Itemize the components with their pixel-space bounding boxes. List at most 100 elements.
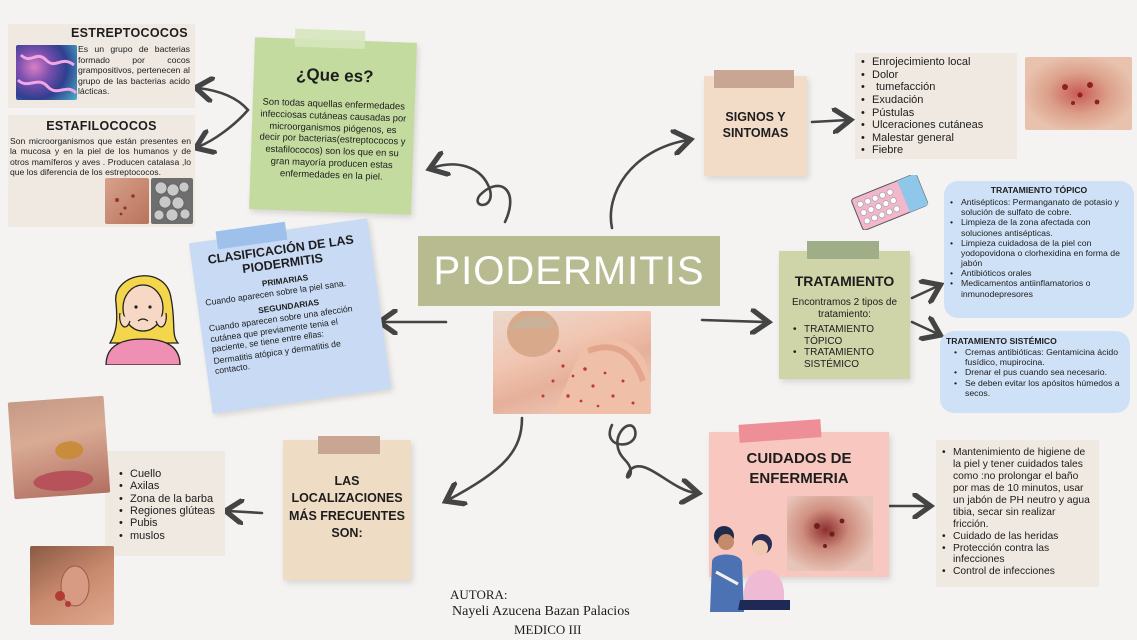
localizaciones-tape xyxy=(318,436,380,454)
nurse-patient-illustration xyxy=(710,526,790,612)
ear-infection-photo xyxy=(30,546,114,625)
localizaciones-item: Axilas xyxy=(119,480,225,493)
tratamiento-list: TRATAMIENTO TÓPICO TRATAMIENTO SISTÉMICO xyxy=(793,324,910,370)
localizaciones-item: Cuello xyxy=(119,468,225,481)
central-title-box: PIODERMITIS xyxy=(418,236,720,306)
nose-lesion xyxy=(33,441,94,491)
cuidados-note: CUIDADOS DE ENFERMERIA xyxy=(709,419,889,577)
estreptococos-box: ESTREPTOCOCOS Es un grupo de bacterias f… xyxy=(8,24,195,108)
localizaciones-item: Zona de la barba xyxy=(119,493,225,506)
signos-list: Enrojecimiento local Dolor tumefacción E… xyxy=(861,56,1011,157)
signos-title: SIGNOS Y SINTOMAS xyxy=(722,110,789,141)
arrow-to-signos-list xyxy=(810,120,848,122)
cuidados-item: Control de infecciones xyxy=(942,566,1093,578)
signos-item: Malestar general xyxy=(861,132,1011,145)
signos-list-box: Enrojecimiento local Dolor tumefacción E… xyxy=(855,53,1017,159)
sistemico-item: Se deben evitar los apósitos húmedos a s… xyxy=(954,378,1124,398)
topico-item: Medicamentos antiinflamatorios o inmunod… xyxy=(950,278,1128,298)
que-es-tape xyxy=(294,28,366,50)
localizaciones-list: Cuello Axilas Zona de la barba Regiones … xyxy=(119,468,225,542)
arrow-to-que-es xyxy=(432,164,512,224)
topico-item: Antibióticos orales xyxy=(950,268,1128,278)
arrow-to-signos xyxy=(609,140,688,230)
staph-cluster-icon xyxy=(153,181,191,222)
sistemico-box: TRATAMIENTO SISTÉMICO Cremas antibiótica… xyxy=(940,331,1130,413)
sistemico-title: TRATAMIENTO SISTÉMICO xyxy=(946,336,1057,346)
que-es-note: ¿Que es? Son todas aquellas enfermedades… xyxy=(249,28,417,215)
cuidados-list: Mantenimiento de higiene de la piel y te… xyxy=(942,447,1093,578)
sistemico-item: Cremas antibióticas: Gentamicina ácido f… xyxy=(954,347,1124,367)
nose-infection-photo xyxy=(7,395,111,500)
arrow-to-estafilococos xyxy=(198,108,250,147)
acne-face-image xyxy=(105,178,149,224)
wound-lesions xyxy=(814,518,845,548)
que-es-text: Son todas aquellas enfermedades infeccio… xyxy=(259,95,407,182)
tratamiento-note: TRATAMIENTO Encontramos 2 tipos de trata… xyxy=(779,241,910,379)
staph-micro-image xyxy=(151,178,193,224)
topico-item: Limpieza cuidadosa de la piel con yodopo… xyxy=(950,238,1128,269)
author-role: MEDICO III xyxy=(514,622,582,637)
arrow-to-sistemico xyxy=(910,322,938,334)
skin-rash-photo xyxy=(1025,57,1132,130)
cuidados-item: Cuidado de las heridas xyxy=(942,531,1093,543)
localizaciones-list-box: Cuello Axilas Zona de la barba Regiones … xyxy=(105,451,225,556)
cuidados-item: Mantenimiento de higiene de la piel y te… xyxy=(942,447,1093,531)
estafilococos-box: ESTAFILOCOCOS Son microorganismos que es… xyxy=(8,115,195,227)
signos-note: SIGNOS Y SINTOMAS xyxy=(704,70,807,176)
cuidados-list-box: Mantenimiento de higiene de la piel y te… xyxy=(936,440,1099,587)
author-name: Nayeli Azucena Bazan Palacios xyxy=(452,604,630,619)
arrow-to-localizaciones xyxy=(448,416,524,500)
signos-item: Ulceraciones cutáneas xyxy=(861,119,1011,132)
arrow-to-topico xyxy=(910,286,938,298)
localizaciones-note: LAS LOCALIZACIONES MÁS FRECUENTES SON: xyxy=(283,436,411,580)
signos-item: Pústulas xyxy=(861,107,1011,120)
estafilococos-text: Son microorganismos que están presentes … xyxy=(10,136,191,178)
wound-photo xyxy=(787,496,873,571)
child-back-illustration xyxy=(507,311,651,414)
tratamiento-item: TRATAMIENTO SISTÉMICO xyxy=(793,347,910,370)
topico-box: TRATAMIENTO TÓPICO Antisépticos: Permang… xyxy=(944,181,1134,318)
localizaciones-item: Pubis xyxy=(119,517,225,530)
cuidados-title: CUIDADOS DE ENFERMERIA xyxy=(746,450,852,488)
signos-tape xyxy=(714,70,794,88)
sistemico-list: Cremas antibióticas: Gentamicina ácido f… xyxy=(954,347,1124,398)
tratamiento-title: TRATAMIENTO xyxy=(794,273,895,289)
localizaciones-item: Regiones glúteas xyxy=(119,505,225,518)
worried-woman-illustration xyxy=(105,275,181,365)
localizaciones-item: muslos xyxy=(119,530,225,543)
estreptococos-image xyxy=(16,45,77,100)
topico-item: Antisépticos: Permanganato de potasio y … xyxy=(950,197,1128,217)
central-title: PIODERMITIS xyxy=(433,248,705,293)
cuidados-item: Protección contra las infecciones xyxy=(942,543,1093,567)
signos-item: Dolor xyxy=(861,69,1011,82)
ear-lesion xyxy=(55,565,90,607)
signos-item: Fiebre xyxy=(861,144,1011,157)
que-es-title: ¿Que es? xyxy=(295,64,374,87)
bacteria-icon xyxy=(16,53,77,95)
face-icon xyxy=(115,194,135,216)
signos-item: Enrojecimiento local xyxy=(861,56,1011,69)
arrow-to-tratamiento xyxy=(700,320,766,322)
sistemico-item: Drenar el pus cuando sea necesario. xyxy=(954,367,1124,377)
arrow-to-localizaciones-list xyxy=(228,511,264,513)
estreptococos-title: ESTREPTOCOCOS xyxy=(71,26,188,40)
author-label: AUTORA: xyxy=(450,587,508,602)
arrow-to-cuidados xyxy=(608,423,696,493)
topico-list: Antisépticos: Permanganato de potasio y … xyxy=(950,197,1128,299)
tratamiento-item: TRATAMIENTO TÓPICO xyxy=(793,324,910,347)
estafilococos-title: ESTAFILOCOCOS xyxy=(46,119,157,133)
tratamiento-intro: Encontramos 2 tipos de tratamiento: xyxy=(791,297,898,320)
tratamiento-tape xyxy=(807,241,879,259)
topico-title: TRATAMIENTO TÓPICO xyxy=(990,185,1088,195)
pill-pack-illustration xyxy=(851,175,929,230)
signos-item: tumefacción xyxy=(861,81,1011,94)
estreptococos-text: Es un grupo de bacterias formado por coc… xyxy=(78,44,190,97)
localizaciones-title: LAS LOCALIZACIONES MÁS FRECUENTES SON: xyxy=(289,474,405,540)
rash-spots xyxy=(1062,82,1100,105)
arrow-to-estreptococos xyxy=(198,88,250,112)
child-back-photo xyxy=(493,311,651,414)
signos-item: Exudación xyxy=(861,94,1011,107)
topico-item: Limpieza de la zona afectada con solucio… xyxy=(950,217,1128,237)
clasificacion-note: CLASIFICACIÓN DE LAS PIODERMITIS PRIMARI… xyxy=(188,218,392,414)
